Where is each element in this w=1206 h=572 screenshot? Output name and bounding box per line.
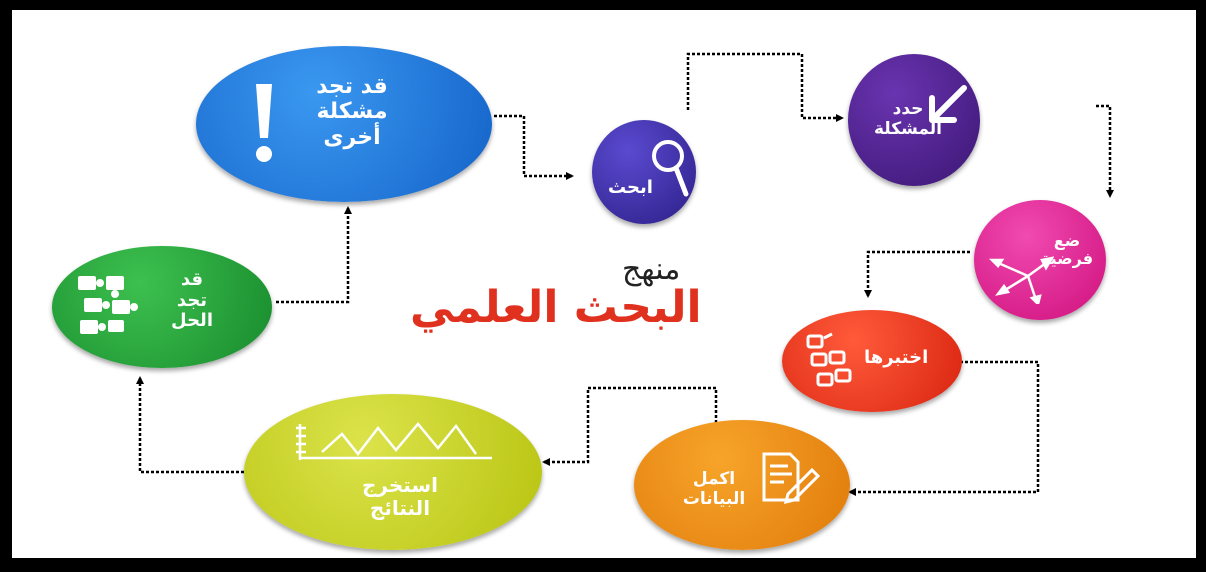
step-find-solution-label: قد تجد الحل [171, 269, 213, 332]
step-extract-results-label: استخرج النتائج [362, 473, 438, 520]
step-another-problem-label: قد تجد مشكلة أخرى [316, 74, 388, 150]
step-define-problem: حدد المشكلة [848, 54, 980, 186]
step-define-problem-label: حدد المشكلة [873, 99, 943, 139]
connector-results-to-solution [136, 376, 244, 474]
connector-define-to-hypothesis [1096, 104, 1114, 198]
magnifier-icon [652, 140, 689, 197]
step-search: ابحث [592, 120, 696, 224]
arrow-down-left-icon [929, 85, 967, 123]
scatter-arrows-icon [988, 256, 1054, 304]
connector-data-to-results [542, 386, 718, 466]
diagram-title: البحث العلمي [410, 282, 702, 333]
checklist-icon [806, 332, 852, 387]
exclamation-icon [256, 84, 272, 162]
connector-hypothesis-to-test [864, 250, 970, 298]
connector-search-to-define [686, 52, 844, 122]
document-pen-icon [762, 452, 820, 505]
diagram-canvas: ابحث حدد المشكلة ضع فرضية [12, 10, 1196, 558]
step-test: اختبرها [782, 310, 962, 412]
connector-otherproblem-to-search [494, 114, 574, 180]
connector-test-to-data [848, 360, 1040, 496]
step-complete-data-label: اكمل البيانات [682, 469, 746, 509]
connector-layer [136, 52, 1114, 496]
line-graph-icon [296, 422, 492, 460]
puzzle-pieces-icon [78, 276, 138, 334]
step-hypothesis-label: ضع فرضية [1040, 231, 1094, 269]
diagram-subtitle: منهج [622, 252, 681, 287]
connector-solution-to-otherproblem [276, 206, 352, 304]
step-hypothesis: ضع فرضية [974, 200, 1106, 320]
step-extract-results: استخرج النتائج [244, 394, 542, 550]
step-search-label: ابحث [608, 177, 653, 198]
step-find-solution: قد تجد الحل [52, 246, 272, 368]
step-test-label: اختبرها [864, 347, 929, 368]
step-another-problem: قد تجد مشكلة أخرى [196, 46, 492, 202]
step-complete-data: اكمل البيانات [634, 420, 850, 550]
